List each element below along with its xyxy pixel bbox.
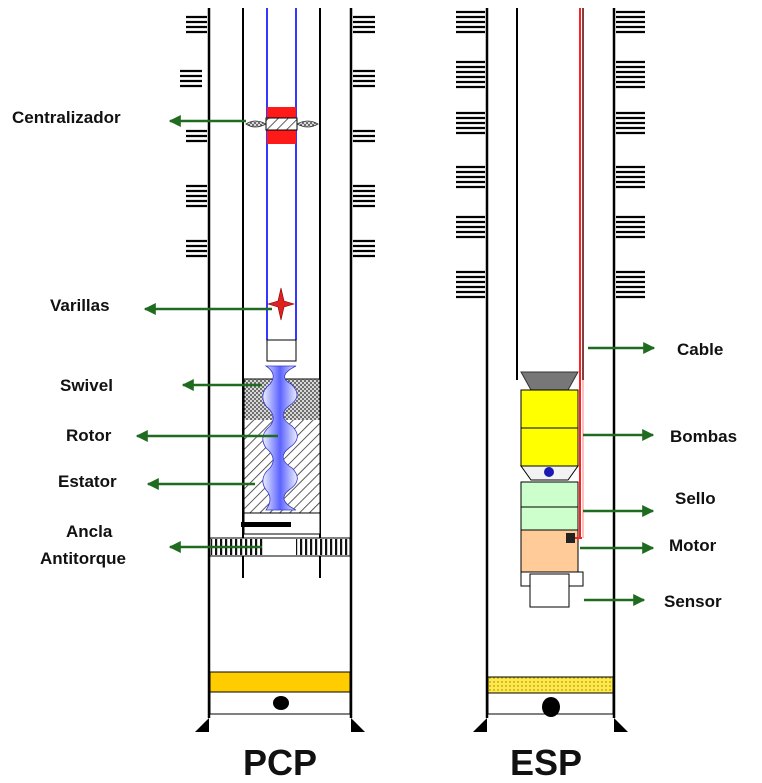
pcp-rotor (262, 365, 298, 511)
esp-pump-lower (520, 427, 579, 467)
perforation-icon (353, 15, 375, 258)
label-sello: Sello (675, 489, 716, 508)
esp-pump-upper (520, 389, 579, 429)
label-centralizador: Centralizador (12, 108, 121, 127)
esp-sensor (529, 573, 570, 608)
esp-well (456, 8, 645, 732)
label-swivel: Swivel (60, 376, 113, 395)
esp-shoe-right (614, 718, 628, 732)
pcp-check-ball (273, 696, 289, 710)
label-antitorque: Antitorque (40, 549, 126, 568)
label-estator: Estator (58, 472, 117, 491)
esp-shoe-left (473, 718, 487, 732)
esp-intake-port (544, 467, 554, 477)
star-icon (266, 287, 296, 321)
perforation-icon (456, 10, 485, 299)
label-varillas: Varillas (50, 296, 110, 315)
esp-packer (487, 676, 614, 694)
esp-discharge-head (520, 371, 579, 391)
esp-seal-upper (520, 481, 579, 508)
pcp-shoe-left (195, 718, 209, 732)
label-ancla: Ancla (66, 522, 113, 541)
title-esp: ESP (510, 742, 582, 783)
pcp-well (180, 8, 375, 732)
esp-seal-lower (520, 506, 579, 531)
title-pcp: PCP (243, 742, 317, 783)
perforation-icon (616, 10, 645, 299)
pcp-anchor (209, 537, 351, 557)
label-motor: Motor (669, 536, 717, 555)
label-rotor: Rotor (66, 426, 112, 445)
pcp-stop-pin (241, 522, 291, 527)
pcp-shoe-right (351, 718, 365, 732)
pcp-rod-coupling (266, 339, 297, 362)
label-sensor: Sensor (664, 592, 722, 611)
perforation-icon (180, 15, 207, 258)
pcp-centralizer (245, 107, 319, 144)
esp-check-ball (542, 697, 560, 717)
pcp-packer (209, 671, 351, 693)
esp-pothead (566, 533, 575, 543)
label-cable: Cable (677, 340, 723, 359)
label-bombas: Bombas (670, 427, 737, 446)
